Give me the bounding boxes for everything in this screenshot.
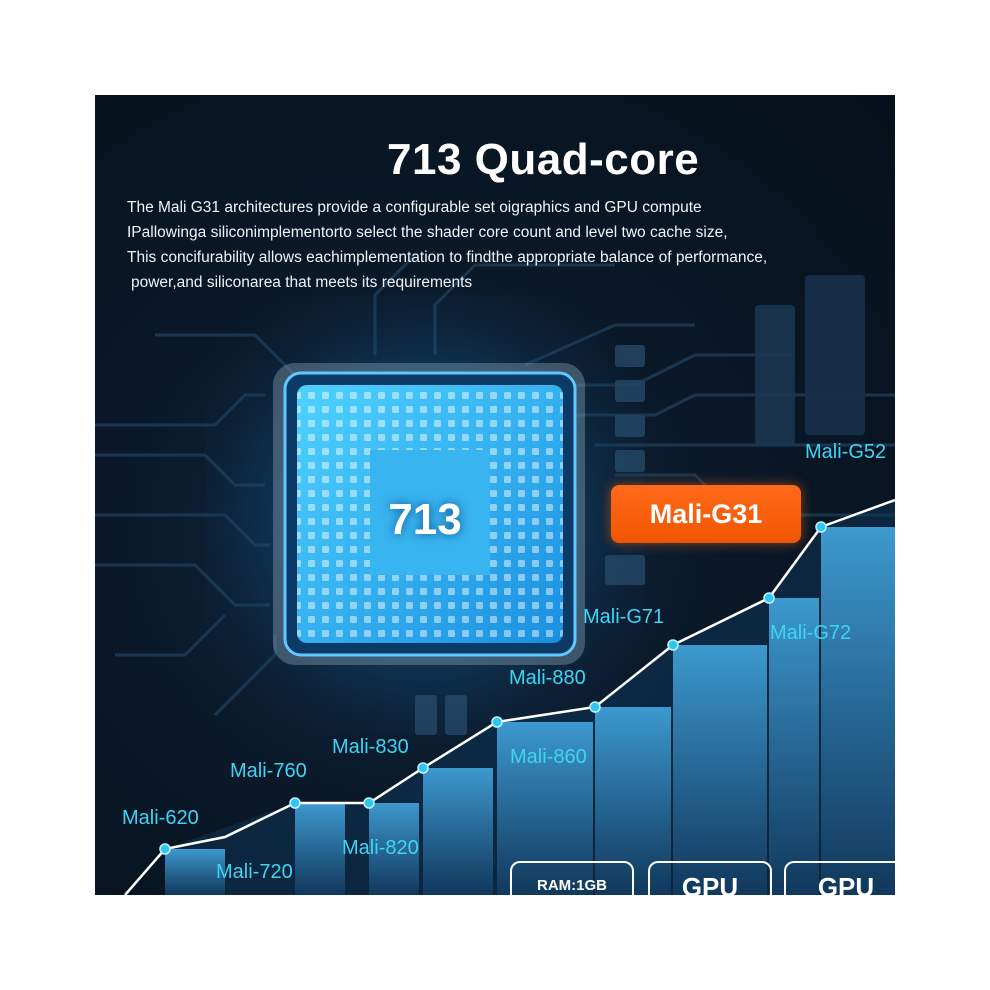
label-mali-g71: Mali-G71 [583, 606, 665, 628]
gpu-spec-pill: GPU [648, 861, 772, 895]
description-line: power,and siliconarea that meets its req… [131, 274, 473, 291]
label-mali-720: Mali-720 [216, 861, 293, 883]
description-line: This concifurability allows eachimplemen… [127, 249, 768, 266]
product-banner: 713 Quad-core The Mali G31 architectures… [95, 95, 895, 895]
label-mali-820: Mali-820 [342, 837, 419, 859]
description-text: The Mali G31 architectures provide a con… [127, 195, 827, 295]
label-mali-g52: Mali-G52 [805, 441, 887, 463]
ram-spec-pill: RAM:1GB [510, 861, 634, 895]
label-mali-760: Mali-760 [230, 760, 307, 782]
circuit-background [95, 253, 895, 895]
label-mali-g72: Mali-G72 [770, 622, 852, 644]
label-mali-830: Mali-830 [332, 736, 409, 758]
mali-g31-badge: Mali-G31 [611, 485, 801, 543]
page-title: 713 Quad-core [387, 135, 700, 184]
gpu-spec-pill: GPU [784, 861, 895, 895]
description-line: IPallowinga siliconimplementorto select … [127, 224, 728, 241]
label-mali-860: Mali-860 [510, 746, 587, 768]
label-mali-880: Mali-880 [509, 667, 586, 689]
label-mali-620: Mali-620 [122, 807, 199, 829]
description-line: The Mali G31 architectures provide a con… [127, 199, 702, 216]
chip-label: 713 [388, 495, 462, 544]
